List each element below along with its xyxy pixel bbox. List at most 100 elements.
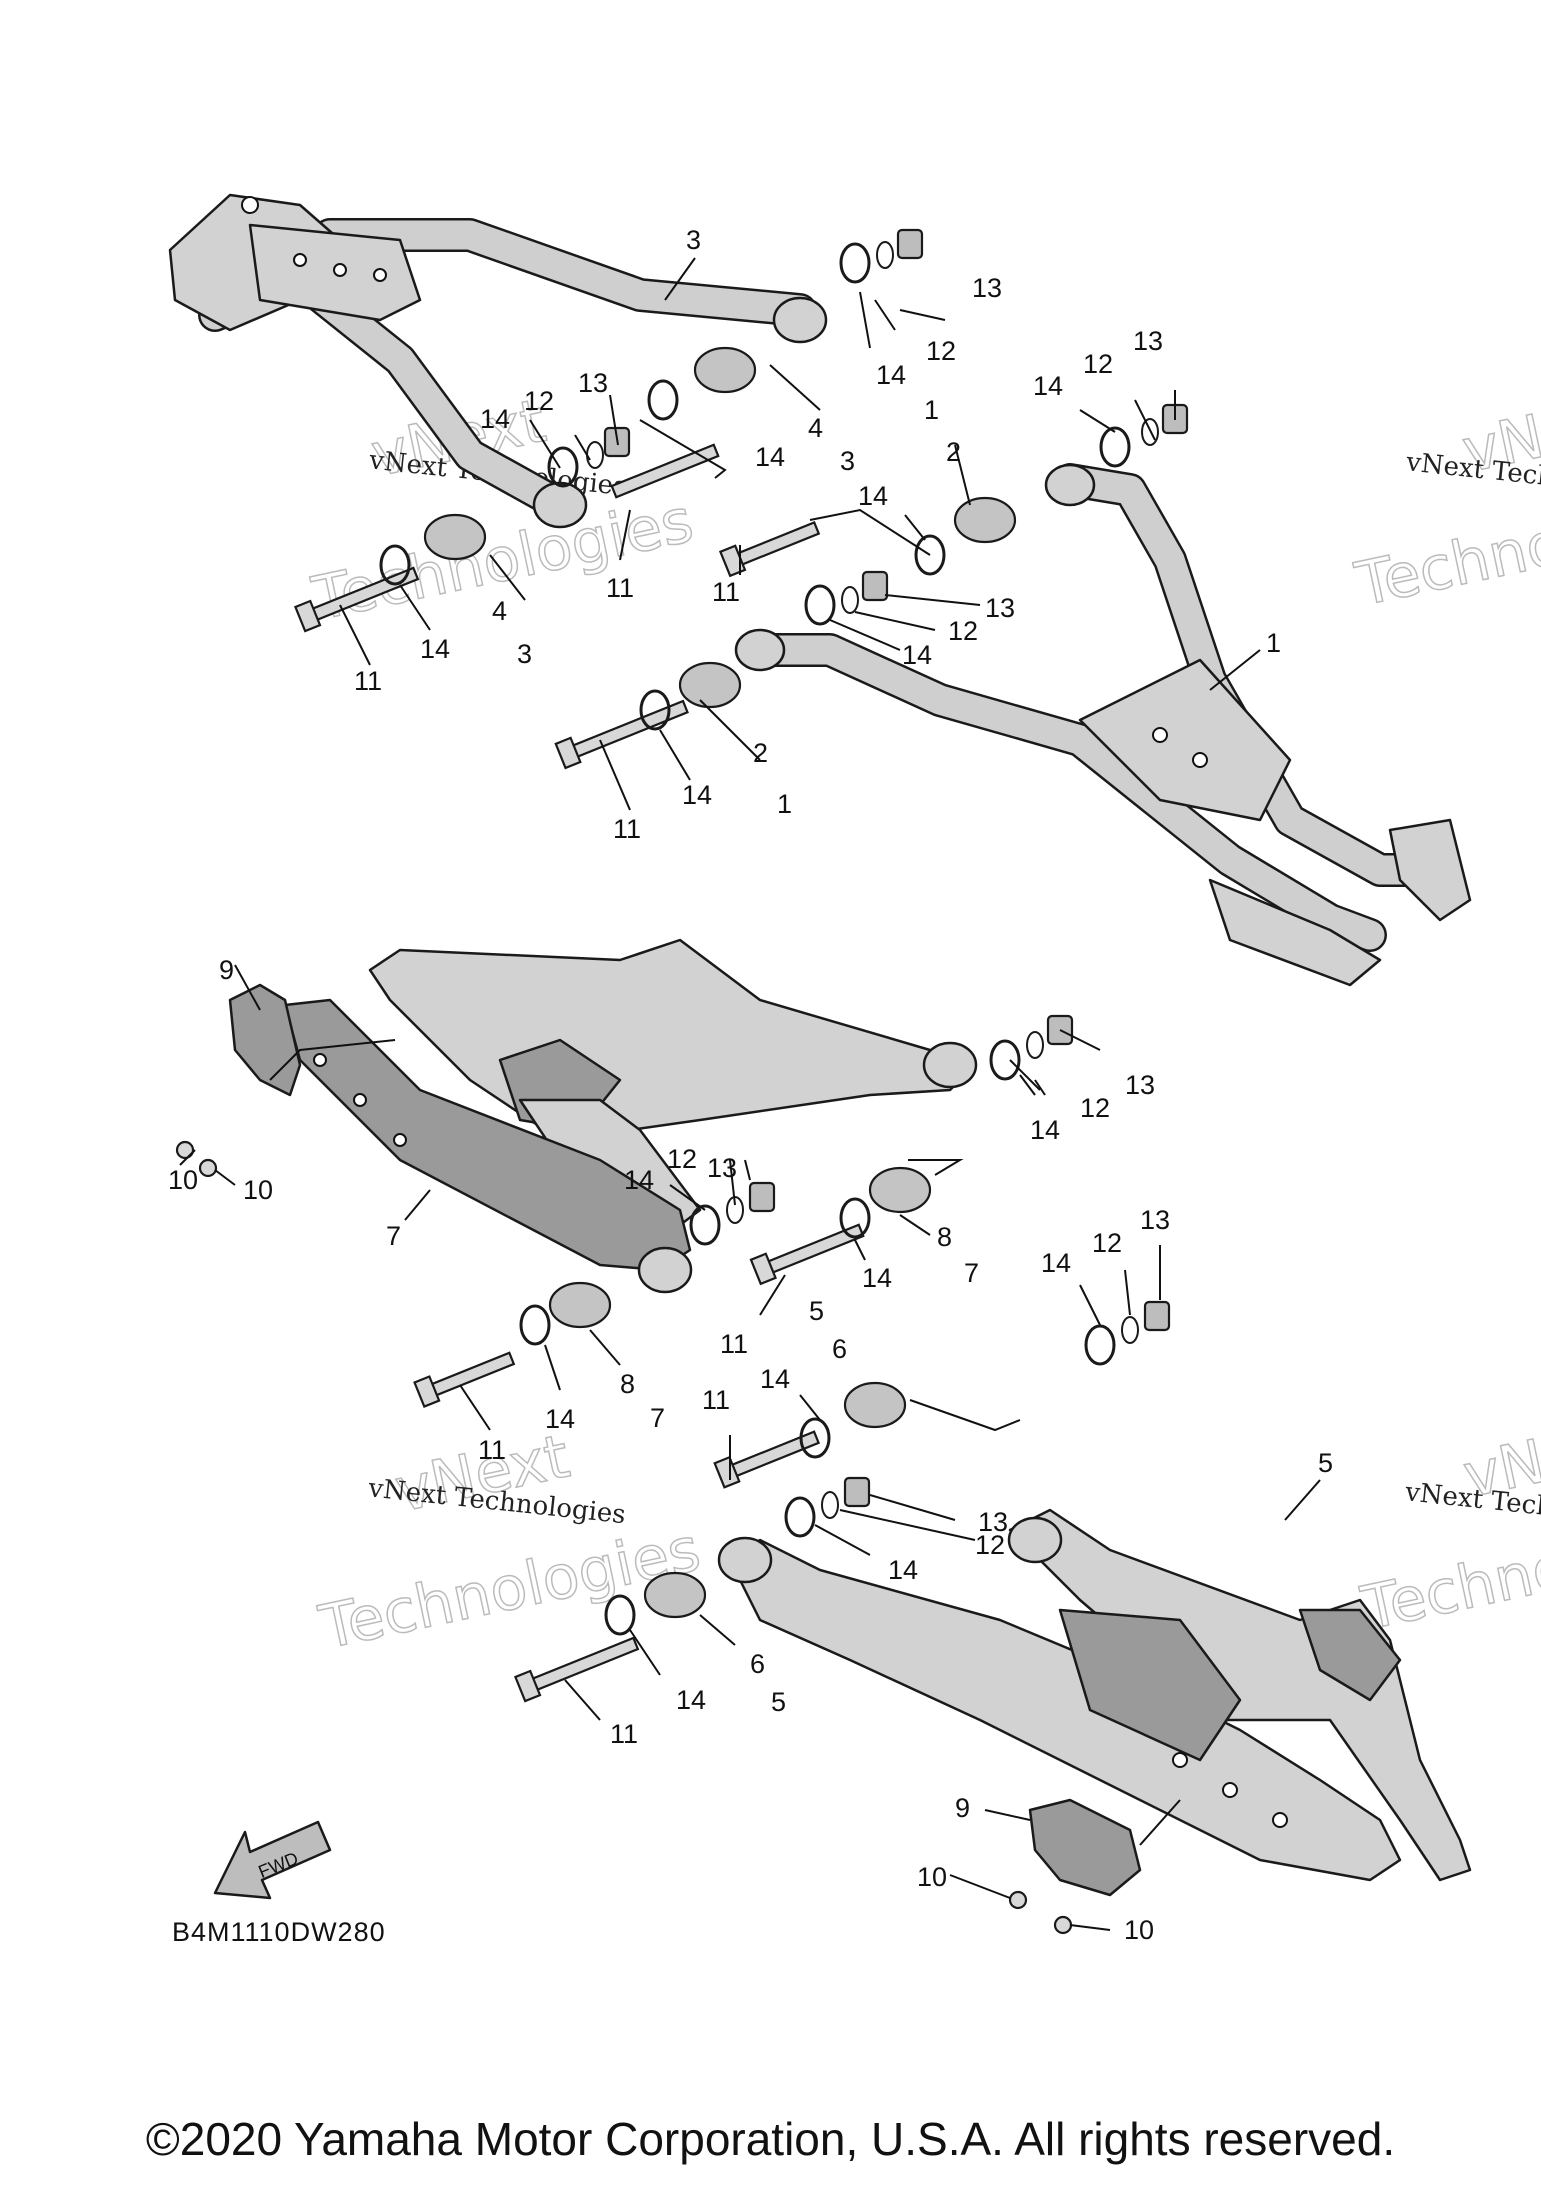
bolt-11-d [554, 699, 689, 770]
bolt-11-f [413, 1351, 516, 1409]
bushing-6-a [843, 1381, 907, 1429]
callout-14: 14 [545, 1404, 575, 1434]
callout-14: 14 [862, 1263, 892, 1293]
callout-9: 9 [219, 955, 234, 985]
callout-10: 10 [243, 1175, 273, 1205]
callout-5: 5 [771, 1687, 786, 1717]
callout-1: 1 [924, 395, 939, 425]
bolt-11-g [713, 1430, 821, 1489]
bolt-11-e [749, 1223, 865, 1286]
callout-14: 14 [676, 1685, 706, 1715]
callout-14: 14 [902, 640, 932, 670]
callout-12: 12 [926, 336, 956, 366]
upper-arm-3-drawing [168, 193, 828, 529]
watermark-bottom-right: vNext Technologies vNext Technologies [1355, 1406, 1541, 1645]
callout-11: 11 [720, 1329, 748, 1359]
callout-13: 13 [707, 1153, 737, 1183]
callout-7: 7 [650, 1403, 665, 1433]
callout-5: 5 [809, 1296, 824, 1326]
lower-arm-1-drawing [734, 463, 1472, 987]
nut-13-group [603, 228, 1189, 1508]
callout-14: 14 [755, 442, 785, 472]
callout-12: 12 [1092, 1228, 1122, 1258]
callout-13: 13 [972, 273, 1002, 303]
callout-labels: 3 13 12 14 4 3 14 13 12 14 11 4 3 14 11 … [168, 225, 1333, 1945]
bolt-11-b [610, 443, 720, 499]
callout-11: 11 [606, 573, 634, 603]
callout-11: 11 [478, 1435, 506, 1465]
callout-12: 12 [1080, 1093, 1110, 1123]
callout-14: 14 [480, 404, 510, 434]
callout-11: 11 [610, 1719, 638, 1749]
bushing-4-a [423, 513, 487, 561]
callout-14: 14 [1030, 1115, 1060, 1145]
callout-2: 2 [946, 437, 961, 467]
callout-8: 8 [937, 1222, 952, 1252]
callout-3-top: 3 [686, 225, 701, 255]
callout-8: 8 [620, 1369, 635, 1399]
svg-text:Technologies: Technologies [1349, 472, 1541, 621]
callout-13: 13 [978, 1507, 1008, 1537]
callout-10: 10 [1124, 1915, 1154, 1945]
callout-12: 12 [975, 1530, 1005, 1560]
callout-14: 14 [760, 1364, 790, 1394]
callout-14: 14 [858, 481, 888, 511]
bushing-6-b [643, 1571, 707, 1619]
callout-4: 4 [808, 413, 823, 443]
washer-14-group [379, 242, 1131, 1636]
callout-7: 7 [964, 1258, 979, 1288]
callout-7: 7 [386, 1221, 401, 1251]
swing-arm-7-drawing [283, 938, 978, 1294]
bushing-8-b [548, 1281, 612, 1329]
callout-1: 1 [777, 789, 792, 819]
bushing-2-a [953, 496, 1017, 544]
leader-lines [179, 257, 1321, 1931]
callout-14: 14 [420, 634, 450, 664]
guard-9-left [228, 983, 302, 1097]
callout-14: 14 [624, 1165, 654, 1195]
callout-11: 11 [613, 814, 641, 844]
callout-3: 3 [517, 639, 532, 669]
callout-2: 2 [753, 738, 768, 768]
callout-14: 14 [682, 780, 712, 810]
callout-12: 12 [524, 386, 554, 416]
bushing-4-b [693, 346, 757, 394]
callout-13: 13 [1125, 1070, 1155, 1100]
callout-14: 14 [1033, 371, 1063, 401]
copyright-notice: ©2020 Yamaha Motor Corporation, U.S.A. A… [145, 2113, 1396, 2165]
callout-13: 13 [985, 593, 1015, 623]
watermark-top-right: vNext Technologies vNext Technologies [1349, 381, 1541, 621]
callout-12: 12 [948, 616, 978, 646]
callout-10: 10 [168, 1165, 198, 1195]
bolt-11-c [718, 521, 821, 578]
diagram-code: B4M1110DW280 [172, 1917, 386, 1947]
screw-10-group [175, 1140, 1073, 1935]
bushing-8-a [868, 1166, 932, 1214]
callout-10: 10 [917, 1862, 947, 1892]
callout-1: 1 [1266, 628, 1281, 658]
guard-9-right [1028, 1798, 1142, 1897]
callout-6: 6 [750, 1649, 765, 1679]
callout-13: 13 [1140, 1205, 1170, 1235]
fwd-arrow: FWD [213, 1820, 332, 1900]
bolt-11-h [513, 1636, 640, 1703]
callout-9: 9 [955, 1793, 970, 1823]
watermark-bottom-left: vNext Technologies vNext Technologies [313, 1421, 707, 1664]
callout-3: 3 [840, 446, 855, 476]
callout-6: 6 [832, 1334, 847, 1364]
callout-14: 14 [1041, 1248, 1071, 1278]
callout-11: 11 [354, 666, 382, 696]
callout-13: 13 [1133, 326, 1163, 356]
callout-5: 5 [1318, 1448, 1333, 1478]
callout-12: 12 [1083, 349, 1113, 379]
callout-4: 4 [492, 596, 507, 626]
callout-13: 13 [578, 368, 608, 398]
lockwasher-12-group [586, 241, 1159, 1519]
callout-11: 11 [712, 577, 740, 607]
callout-14: 14 [888, 1555, 918, 1585]
bushing-2-b [678, 661, 742, 709]
callout-14: 14 [876, 360, 906, 390]
callout-11: 11 [702, 1385, 730, 1415]
swing-arm-5-drawing [717, 1508, 1472, 1882]
